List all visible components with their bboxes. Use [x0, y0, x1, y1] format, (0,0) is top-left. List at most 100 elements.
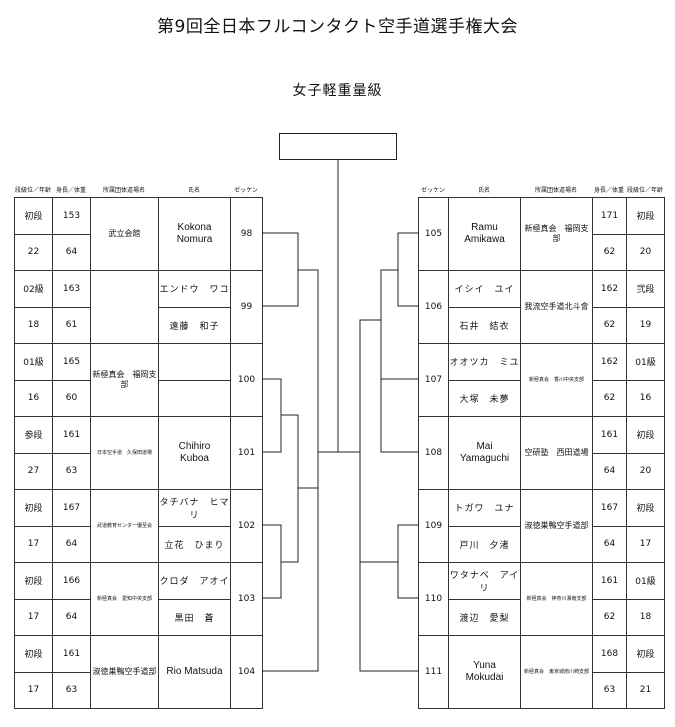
- rank-cell: 参段: [14, 416, 53, 454]
- height-cell: 166: [52, 562, 91, 600]
- age-cell: 16: [14, 379, 53, 417]
- bracket-line: [262, 524, 282, 599]
- bracket-line: [397, 524, 418, 599]
- club-cell: 新極真会 神奈川湘南支部: [520, 562, 593, 636]
- athlete-name-line: Ramu: [471, 222, 498, 233]
- club-cell: 武立会館: [90, 197, 159, 271]
- athlete-name-kanji: 大塚 未夢: [448, 379, 521, 417]
- athlete-name-kana: クロダ アオイ: [158, 562, 231, 600]
- athlete-name-kana: [158, 343, 231, 381]
- rank-cell: 初段: [626, 416, 665, 454]
- athlete-name-kana: エンドウ ワコ: [158, 270, 231, 308]
- weight-cell: 63: [592, 671, 627, 709]
- weight-cell: 64: [592, 525, 627, 563]
- athlete-name-kana: トガワ ユナ: [448, 489, 521, 527]
- age-cell: 20: [626, 452, 665, 490]
- athlete-name-line: Nomura: [176, 234, 213, 245]
- height-cell: 162: [592, 343, 627, 381]
- age-cell: 21: [626, 671, 665, 709]
- athlete-name-kanji: 立花 ひまり: [158, 525, 231, 563]
- bib-number: 108: [418, 416, 449, 490]
- bracket-line: [262, 488, 319, 672]
- bib-number: 105: [418, 197, 449, 271]
- weight-cell: 60: [52, 379, 91, 417]
- bracket-line: [359, 561, 418, 672]
- header-name-left: 氏名: [187, 187, 200, 194]
- club-cell: [90, 270, 159, 344]
- weight-cell: 64: [52, 598, 91, 636]
- club-cell: 新極真会 東京城南川崎支部: [520, 635, 593, 709]
- athlete-name-line: Rio Matsuda: [166, 666, 223, 677]
- bracket-line: [262, 232, 299, 307]
- club-cell: 空研塾 西田道場: [520, 416, 593, 490]
- athlete-name-line: Mokudai: [465, 672, 504, 683]
- weight-cell: 64: [52, 233, 91, 271]
- height-cell: 171: [592, 197, 627, 235]
- header-club-left: 所属団体道場名: [102, 187, 145, 194]
- age-cell: 18: [14, 306, 53, 344]
- bracket-line: [380, 378, 418, 453]
- club-cell: 新極真会 福岡支部: [520, 197, 593, 271]
- header-body-right: 身長／体重: [593, 187, 624, 194]
- athlete-name-kana: タチバナ ヒマリ: [158, 489, 231, 527]
- height-cell: 167: [592, 489, 627, 527]
- height-cell: 163: [52, 270, 91, 308]
- weight-cell: 63: [52, 452, 91, 490]
- bracket-line: [380, 269, 398, 379]
- height-cell: 161: [52, 416, 91, 454]
- age-cell: 17: [14, 671, 53, 709]
- age-cell: 19: [626, 306, 665, 344]
- weight-cell: 64: [52, 525, 91, 563]
- club-cell: 我流空手道北斗會: [520, 270, 593, 344]
- athlete-name-kanji: 石井 結衣: [448, 306, 521, 344]
- age-cell: 17: [14, 525, 53, 563]
- height-cell: 161: [592, 416, 627, 454]
- height-cell: 162: [592, 270, 627, 308]
- rank-cell: 初段: [14, 489, 53, 527]
- bracket-line: [281, 414, 299, 563]
- header-club-right: 所属団体道場名: [534, 187, 577, 194]
- age-cell: 17: [626, 525, 665, 563]
- athlete-name-kanji: 戸川 夕渚: [448, 525, 521, 563]
- athlete-name: Rio Matsuda: [158, 635, 231, 709]
- weight-cell: 64: [592, 452, 627, 490]
- age-cell: 17: [14, 598, 53, 636]
- height-cell: 161: [52, 635, 91, 673]
- height-cell: 165: [52, 343, 91, 381]
- athlete-name-kanji: [158, 379, 231, 417]
- bracket-line: [359, 319, 381, 562]
- rank-cell: 02級: [14, 270, 53, 308]
- bib-number: 104: [230, 635, 263, 709]
- athlete-name-line: Kuboa: [180, 453, 209, 464]
- club-cell: 淑徳巣鴨空手道部: [520, 489, 593, 563]
- club-cell: 日本空手道 久保田道場: [90, 416, 159, 490]
- bracket-line: [262, 378, 282, 453]
- rank-cell: 初段: [626, 489, 665, 527]
- rank-cell: 初段: [14, 562, 53, 600]
- header-rank-right: 段級位／年齢: [626, 187, 663, 194]
- height-cell: 167: [52, 489, 91, 527]
- age-cell: 20: [626, 233, 665, 271]
- age-cell: 18: [626, 598, 665, 636]
- bracket-line: [298, 269, 319, 489]
- age-cell: 22: [14, 233, 53, 271]
- weight-cell: 63: [52, 671, 91, 709]
- bib-number: 109: [418, 489, 449, 563]
- athlete-name-kana: ワタナベ アイリ: [448, 562, 521, 600]
- bib-number: 107: [418, 343, 449, 417]
- winner-box: [279, 133, 397, 160]
